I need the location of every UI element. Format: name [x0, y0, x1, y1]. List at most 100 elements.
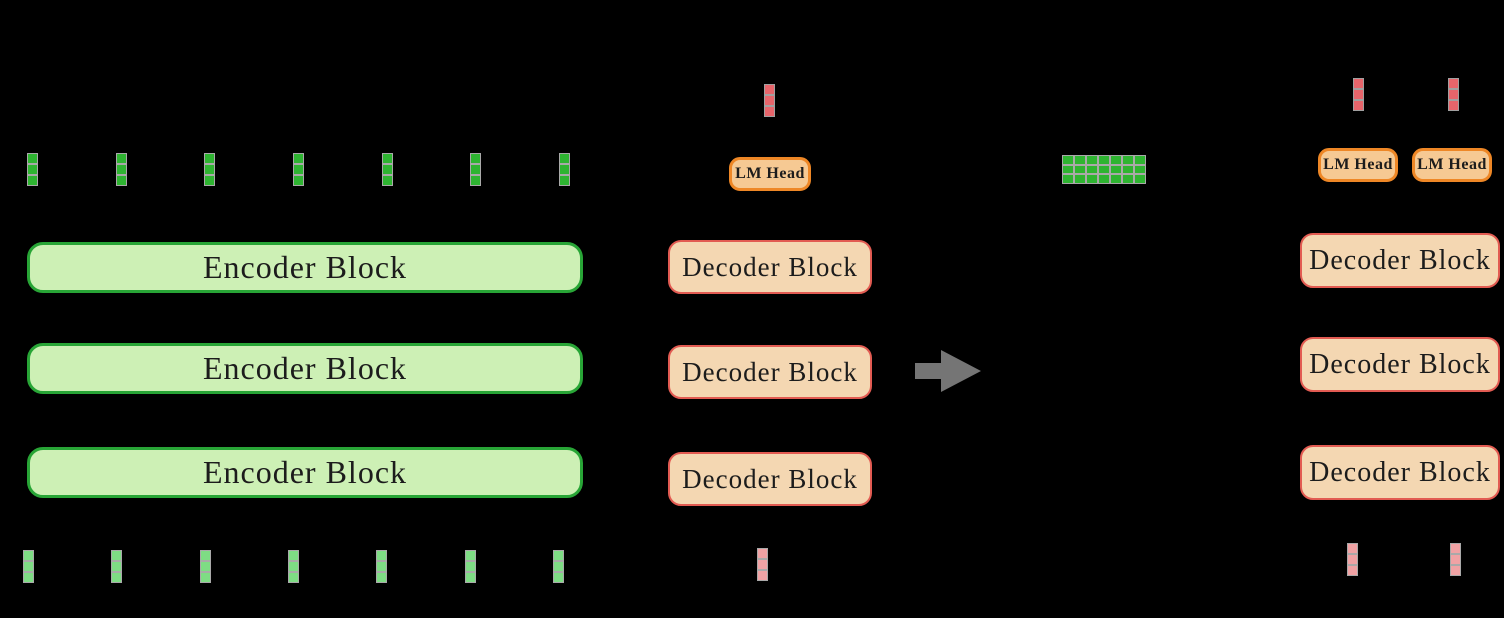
token-column	[376, 550, 388, 583]
decoder-block-middle-3: Decoder Block	[668, 452, 872, 506]
token-cell	[558, 164, 570, 175]
token-cell	[558, 153, 570, 164]
token-column	[1450, 543, 1461, 576]
token-cell	[287, 561, 299, 572]
token-cell	[1086, 155, 1098, 165]
right-arrow-icon	[915, 350, 981, 392]
token-cell	[1086, 164, 1098, 174]
token-cell	[558, 175, 570, 186]
token-cell	[1074, 155, 1086, 165]
token-cell	[1122, 155, 1134, 165]
lm-head-middle: LM Head	[729, 157, 811, 191]
token-column	[757, 548, 768, 581]
token-column	[23, 550, 34, 583]
decoder-block-label: Decoder Block	[682, 251, 858, 282]
token-cell	[199, 561, 211, 572]
encoder-output-embeddings	[27, 153, 570, 186]
token-cell	[1134, 155, 1146, 165]
token-cell	[111, 572, 123, 583]
token-column	[1353, 78, 1364, 111]
token-column	[470, 153, 482, 186]
token-cell	[1347, 565, 1358, 576]
token-column	[381, 153, 393, 186]
token-cell	[1450, 543, 1461, 554]
encoder-block-label: Encoder Block	[202, 350, 408, 386]
right-input-token-2	[1450, 543, 1461, 576]
token-cell	[115, 175, 127, 186]
token-column	[1110, 155, 1122, 184]
token-cell	[470, 153, 482, 164]
decoder-block-right-2: Decoder Block	[1300, 337, 1500, 392]
token-cell	[1353, 78, 1364, 89]
encoder-input-tokens	[23, 550, 564, 583]
encoder-block-1: Encoder Block	[27, 242, 583, 293]
token-cell	[1450, 554, 1461, 565]
token-cell	[464, 550, 476, 561]
token-cell	[757, 570, 768, 581]
token-column	[558, 153, 570, 186]
token-cell	[292, 175, 304, 186]
token-column	[204, 153, 216, 186]
decoder-block-label: Decoder Block	[1309, 348, 1491, 380]
token-column	[115, 153, 127, 186]
token-cell	[552, 561, 564, 572]
token-cell	[1098, 155, 1110, 165]
token-column	[1074, 155, 1086, 184]
token-cell	[764, 84, 775, 95]
packed-embeddings	[1062, 155, 1146, 184]
token-cell	[552, 572, 564, 583]
token-cell	[1347, 543, 1358, 554]
decoder-block-middle-1: Decoder Block	[668, 240, 872, 294]
token-cell	[27, 164, 38, 175]
token-cell	[1062, 174, 1074, 184]
token-cell	[115, 153, 127, 164]
decoder-block-label: Decoder Block	[1309, 456, 1491, 488]
token-column	[27, 153, 38, 186]
token-cell	[115, 164, 127, 175]
token-cell	[376, 561, 388, 572]
encoder-block-label: Encoder Block	[202, 249, 408, 285]
token-column	[1134, 155, 1146, 184]
token-cell	[1074, 164, 1086, 174]
token-cell	[1098, 164, 1110, 174]
lm-head-label: LM Head	[1417, 156, 1487, 173]
token-column	[1448, 78, 1459, 111]
decoder-block-right-1: Decoder Block	[1300, 233, 1500, 288]
token-cell	[27, 153, 38, 164]
lm-head-label: LM Head	[1323, 156, 1393, 173]
token-cell	[1448, 89, 1459, 100]
token-column	[464, 550, 476, 583]
token-cell	[381, 153, 393, 164]
token-cell	[199, 550, 211, 561]
token-cell	[1353, 100, 1364, 111]
token-cell	[1122, 164, 1134, 174]
token-column	[292, 153, 304, 186]
token-column	[1062, 155, 1074, 184]
decoder-block-middle-2: Decoder Block	[668, 345, 872, 399]
token-column	[1347, 543, 1358, 576]
token-cell	[381, 175, 393, 186]
lm-head-label: LM Head	[735, 165, 805, 182]
token-cell	[23, 561, 34, 572]
encoder-block-2: Encoder Block	[27, 343, 583, 394]
token-column	[764, 84, 775, 117]
token-cell	[204, 164, 216, 175]
token-cell	[1347, 554, 1358, 565]
token-cell	[204, 153, 216, 164]
token-cell	[376, 572, 388, 583]
token-cell	[470, 175, 482, 186]
token-cell	[23, 550, 34, 561]
decoder-block-label: Decoder Block	[682, 463, 858, 494]
token-cell	[1110, 164, 1122, 174]
token-cell	[292, 164, 304, 175]
token-column	[1098, 155, 1110, 184]
token-cell	[1110, 174, 1122, 184]
decoder-block-right-3: Decoder Block	[1300, 445, 1500, 500]
token-cell	[1353, 89, 1364, 100]
token-column	[1122, 155, 1134, 184]
right-arrow-shape	[915, 350, 981, 392]
token-cell	[764, 106, 775, 117]
token-cell	[1086, 174, 1098, 184]
token-cell	[1062, 155, 1074, 165]
